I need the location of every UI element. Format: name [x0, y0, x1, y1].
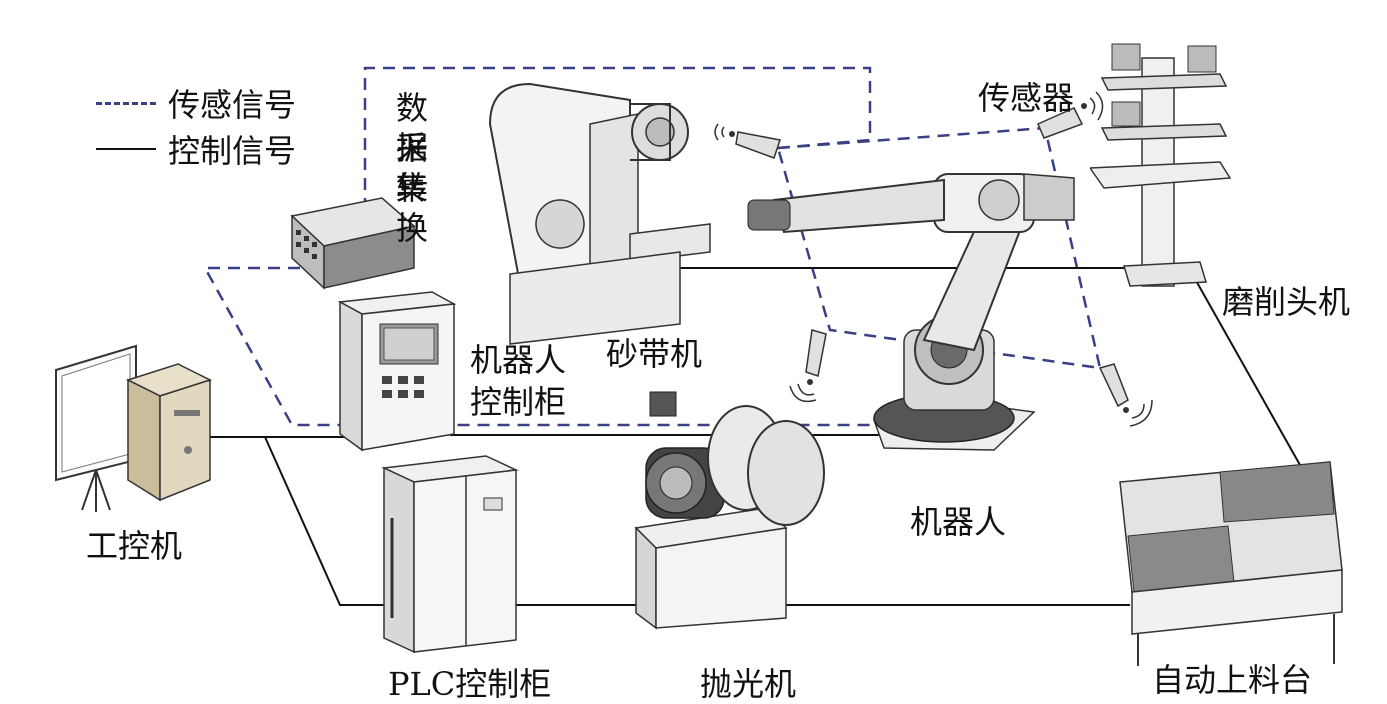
- robot-controller-label-2: 控制柜: [470, 383, 567, 421]
- sensor-label: 传感器: [978, 79, 1075, 117]
- sensor-icon: [714, 123, 781, 159]
- industrial-pc-icon: [55, 344, 212, 512]
- belt-sander-label: 砂带机: [606, 335, 703, 373]
- legend-sensor-label: 传感信号: [168, 86, 297, 124]
- sensor-icon: [789, 329, 827, 403]
- plc-cabinet-label: PLC控制柜: [388, 665, 552, 703]
- ipc-label: 工控机: [86, 527, 183, 565]
- robot-label: 机器人: [910, 503, 1007, 541]
- daq-label-2: 采集: [395, 129, 428, 207]
- legend-control-label: 控制信号: [168, 132, 297, 170]
- ipc-to-plc: [264, 436, 390, 606]
- grinding-head-label: 磨削头机: [1222, 283, 1351, 321]
- daq-left-branch: [202, 266, 930, 427]
- robot-controller-cabinet-icon: [337, 291, 457, 452]
- dashed-line-swatch: [96, 101, 156, 105]
- belt-sander-icon: [488, 82, 711, 345]
- sensor-icon: [1037, 91, 1104, 139]
- control-signal-lines: [210, 267, 1301, 606]
- polisher-icon: [634, 391, 825, 630]
- grinder-to-feeder: [1189, 269, 1301, 466]
- daq-label-3: 转换: [395, 169, 428, 247]
- legend-sensor-signal: 传感信号: [96, 80, 296, 126]
- industrial-robot-icon: [747, 173, 1075, 451]
- grinding-head-machine-icon: [1090, 43, 1232, 287]
- polisher-label: 抛光机: [700, 665, 797, 703]
- sensor-signal-lines: [202, 66, 1102, 427]
- robot-controller-label-1: 机器人: [470, 341, 567, 379]
- sensor-icon: [1098, 363, 1153, 427]
- sensor-diamond: [776, 126, 1102, 370]
- daq-label-1: 数据: [395, 89, 428, 167]
- daq-module-icon: [290, 197, 416, 290]
- auto-feeding-table-icon: [1119, 461, 1343, 666]
- auto-feeder-label: 自动上料台: [1152, 661, 1313, 699]
- solid-line-swatch: [96, 148, 156, 150]
- legend-control-signal: 控制信号: [96, 126, 296, 172]
- plc-cabinet-icon: [381, 455, 519, 654]
